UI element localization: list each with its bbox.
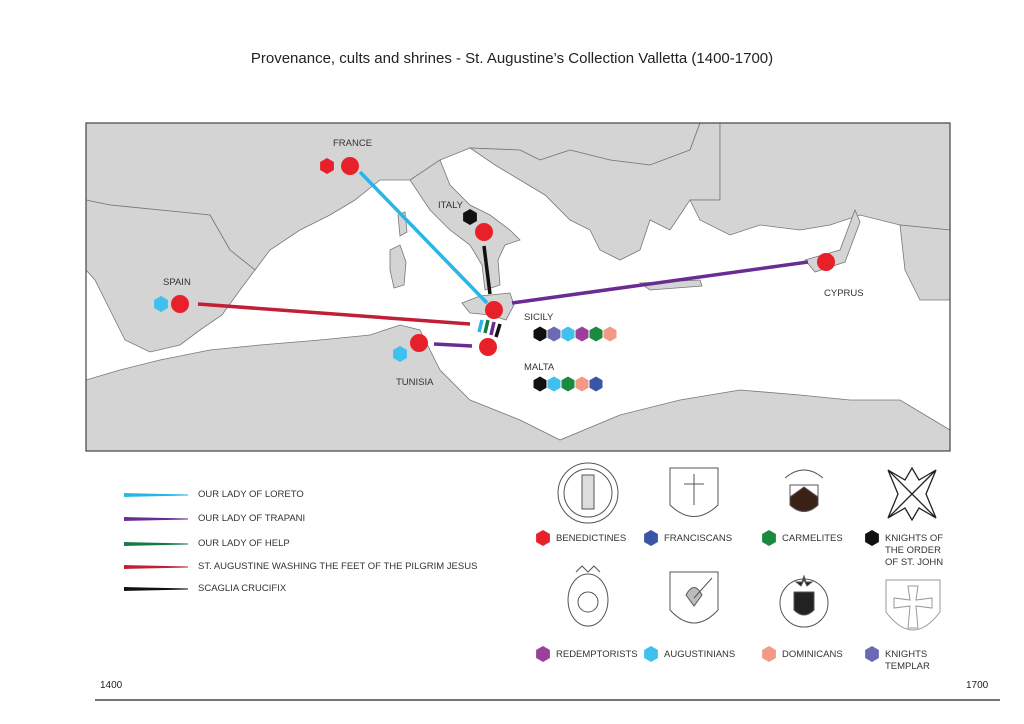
legend-hex-0 (536, 530, 550, 546)
legend-order-augustinians: AUGUSTINIANS (664, 649, 736, 660)
label-italy: ITALY (438, 200, 464, 211)
legend-order-franciscans: FRANCISCANS (664, 533, 733, 544)
templar-shield-icon (885, 579, 941, 631)
legend-order-redemptorists: REDEMPTORISTS (556, 649, 638, 660)
legend-hex-3 (865, 530, 879, 546)
hex-malta-order (589, 376, 603, 392)
legend-order-benedictines: BENEDICTINES (556, 533, 627, 544)
route-mark-help (483, 319, 490, 334)
hex-sicily-order (575, 326, 589, 342)
legend-route-st-augustine: ST. AUGUSTINE WASHING THE FEET OF THE PI… (198, 561, 478, 572)
marker-france (341, 157, 359, 175)
legend-route-loreto: OUR LADY OF LORETO (198, 489, 304, 500)
dominican-emblem-icon (779, 574, 829, 628)
hex-sicily-order (561, 326, 575, 342)
legend-order-carmelites: CARMELITES (782, 533, 843, 544)
legend-route-help: OUR LADY OF HELP (198, 538, 290, 549)
timeline-start: 1400 (100, 680, 123, 691)
hex-italy-knights-st-john (463, 209, 477, 225)
benedictine-medal-icon (557, 462, 619, 524)
label-france: FRANCE (333, 138, 372, 149)
hex-malta-order (575, 376, 589, 392)
augustinian-shield-icon (669, 571, 719, 624)
hex-france-benedictines (320, 158, 334, 174)
label-sicily: SICILY (524, 312, 554, 323)
legend-hex-4 (536, 646, 550, 662)
hex-spain-augustinians (154, 296, 168, 312)
hex-sicily-order (589, 326, 603, 342)
legend-hex-2 (762, 530, 776, 546)
legend-hex-1 (644, 530, 658, 546)
order-emblems (557, 462, 941, 631)
routes (197, 170, 809, 348)
line: TEMPLAR (885, 661, 930, 672)
label-malta: MALTA (524, 362, 555, 373)
redemptorist-emblem-icon (567, 565, 609, 627)
route-trapani-cyprus (511, 260, 809, 305)
order-legend-hexes (536, 530, 879, 662)
hex-sicily-order (547, 326, 561, 342)
carmelite-shield-icon (784, 469, 824, 512)
route-st-augustine (197, 302, 471, 326)
legend-order-knights-st-john: KNIGHTS OF THE ORDER OF ST. JOHN (885, 533, 943, 569)
label-tunisia: TUNISIA (396, 377, 434, 388)
map-frame (85, 122, 951, 452)
route-mark-trapani (489, 321, 496, 336)
line: OF ST. JOHN (885, 557, 944, 568)
legend-hex-7 (865, 646, 879, 662)
route-mark-scaglia (494, 323, 502, 338)
franciscan-shield-icon (669, 467, 719, 517)
legend-route-trapani: OUR LADY OF TRAPANI (198, 513, 306, 524)
order-hex-markers (154, 158, 617, 392)
legend-hex-6 (762, 646, 776, 662)
route-mark-loreto (477, 319, 484, 333)
label-cyprus: CYPRUS (824, 288, 864, 299)
legend-order-knights-templar: KNIGHTS TEMPLAR (885, 649, 930, 673)
hex-malta-order (561, 376, 575, 392)
marker-tunisia (410, 334, 428, 352)
marker-spain (171, 295, 189, 313)
hex-sicily-order (533, 326, 547, 342)
map-title: Provenance, cults and shrines - St. Augu… (250, 50, 774, 67)
hex-malta-order (547, 376, 561, 392)
hex-tunisia-augustinians (393, 346, 407, 362)
route-trapani-tunisia (433, 342, 473, 348)
route-legend-lines (124, 493, 188, 591)
hex-sicily-order (603, 326, 617, 342)
timeline-end: 1700 (966, 680, 989, 691)
legend-hex-5 (644, 646, 658, 662)
marker-italy (475, 223, 493, 241)
line: THE ORDER (885, 545, 941, 556)
place-labels: FRANCE ITALY SPAIN SICILY MALTA TUNISIA … (163, 138, 864, 388)
maltese-cross-icon (887, 466, 937, 522)
legend-order-dominicans: DOMINICANS (782, 649, 843, 660)
route-scaglia-crucifix (482, 245, 492, 295)
legend-route-scaglia: SCAGLIA CRUCIFIX (198, 583, 287, 594)
marker-sicily (485, 301, 503, 319)
line: KNIGHTS OF (885, 533, 944, 544)
label-spain: SPAIN (163, 277, 191, 288)
map-land (86, 123, 950, 451)
marker-cyprus (817, 253, 835, 271)
marker-malta (479, 338, 497, 356)
benedictine-markers (171, 157, 835, 356)
route-loreto (358, 170, 489, 305)
hex-malta-order (533, 376, 547, 392)
line: KNIGHTS (885, 649, 928, 660)
